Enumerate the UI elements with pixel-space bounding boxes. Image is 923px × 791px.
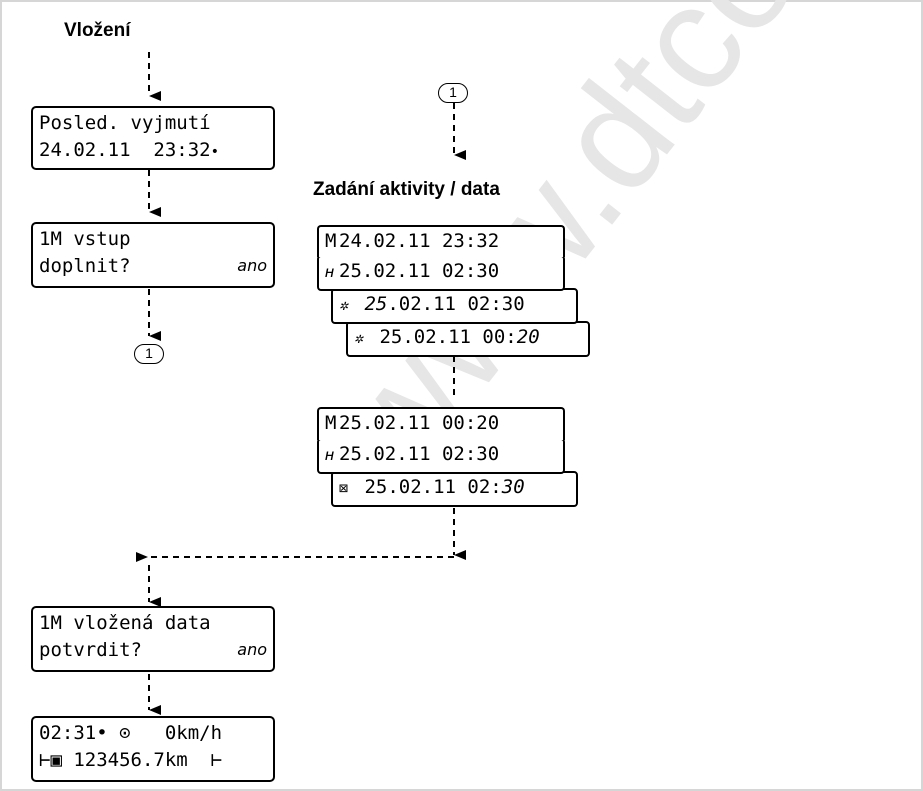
snowflake-icon: ✲ <box>354 329 364 347</box>
lcd-supplement: 1M vstup doplnit? ano <box>31 222 275 288</box>
lcd-line-2: doplnit? ano <box>39 255 267 277</box>
lcd-line-2: potvrdit? ano <box>39 639 267 661</box>
marker-1-left: 1 <box>134 344 164 364</box>
entry-row-3: ✲ 25.02.11 02:30 <box>331 288 578 324</box>
entry-date: 25.02.11 <box>339 260 431 282</box>
entry2-row-3: ⊠ 25.02.11 02:30 <box>331 471 578 507</box>
entry-date: 25.02.11 <box>339 443 431 465</box>
entry-date: .02.11 <box>387 293 456 315</box>
entry-date-edit: 25 <box>364 293 388 315</box>
lcd-line-1: Posled. vyjmutí <box>39 112 211 134</box>
bed-icon: ʜ <box>325 263 335 281</box>
snowflake-icon: ✲ <box>339 296 349 314</box>
entry-time: 00: <box>482 326 517 348</box>
lcd-line-2-text: doplnit? <box>39 255 131 277</box>
insertion-title: Vložení <box>64 20 131 41</box>
lcd-standard-display: 02:31• ⊙ 0km/h ⊢▣ 123456.7km ⊢ <box>31 716 275 782</box>
option-yes: ano <box>237 256 267 275</box>
lcd-last-withdrawal: Posled. vyjmutí 24.02.11 23:32• <box>31 106 275 170</box>
entry-time-edit: 20 <box>516 326 540 348</box>
crossed-box-icon: ⊠ <box>339 479 349 497</box>
entry-time: 02:30 <box>467 293 525 315</box>
lcd-line-1: 1M vstup <box>39 228 131 250</box>
manual-entry-icon: M <box>325 412 337 434</box>
lcd-line-1: 1M vložená data <box>39 612 211 634</box>
marker-1-right: 1 <box>438 83 468 103</box>
lcd-confirm: 1M vložená data potvrdit? ano <box>31 606 275 672</box>
entry-date: 25.02.11 <box>339 412 431 434</box>
lcd-line-1: 02:31• ⊙ 0km/h <box>39 722 223 744</box>
entry-date: 25.02.11 <box>364 476 456 498</box>
entry-time: 23:32 <box>441 230 500 252</box>
option-yes: ano <box>237 640 267 659</box>
entry-time: 02: <box>467 476 502 498</box>
dot-icon: • <box>210 144 220 160</box>
entry-time: 00:20 <box>441 412 500 434</box>
lcd-line-2: ⊢▣ 123456.7km ⊢ <box>39 749 223 771</box>
lcd-line-2-text: 24.02.11 23:32 <box>39 139 211 161</box>
entry-title: Zadání aktivity / data <box>313 179 500 200</box>
bed-icon: ʜ <box>325 446 335 464</box>
entry-date: 24.02.11 <box>339 230 431 252</box>
lcd-line-2-text: potvrdit? <box>39 639 142 661</box>
lcd-line-2: 24.02.11 23:32• <box>39 139 267 163</box>
entry-date: 25.02.11 <box>379 326 471 348</box>
entry-row-4: ✲ 25.02.11 00:20 <box>346 321 590 357</box>
entry-time: 02:30 <box>441 443 500 465</box>
entry-time-edit: 30 <box>501 476 525 498</box>
entry-time: 02:30 <box>441 260 500 282</box>
manual-entry-icon: M <box>325 230 337 252</box>
